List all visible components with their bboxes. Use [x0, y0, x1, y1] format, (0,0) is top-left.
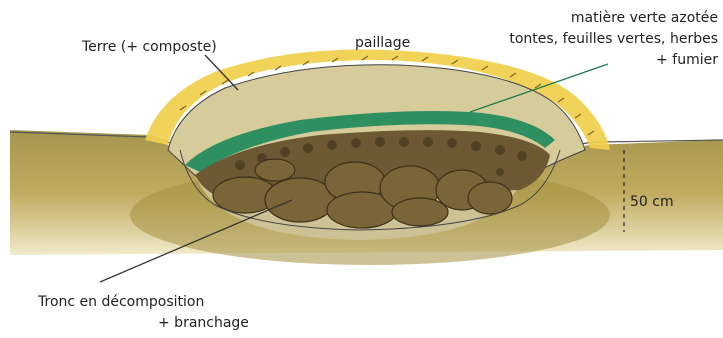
green-matter-label-line2: tontes, feuilles vertes, herbes [509, 31, 718, 47]
depth-label: 50 cm [630, 194, 674, 210]
topsoil-label: Terre (+ composte) [81, 39, 217, 55]
trunk-label-line1: Tronc en décomposition [37, 294, 204, 310]
green-matter-label-line3: + fumier [656, 52, 718, 68]
green-matter-label-line1: matière verte azotée [571, 10, 718, 26]
mulch-label: paillage [355, 35, 410, 51]
trunk-label-line2: + branchage [158, 315, 249, 331]
